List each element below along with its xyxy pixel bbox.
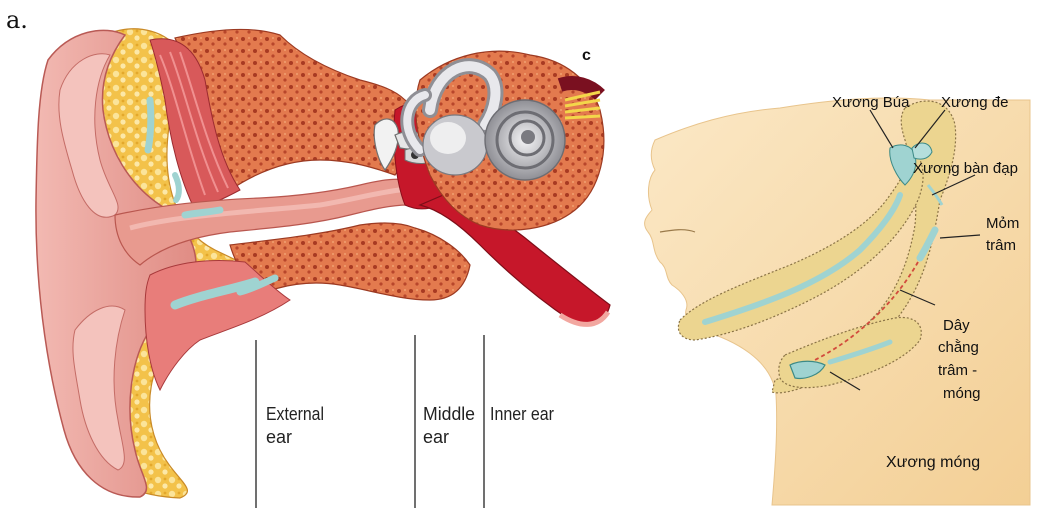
ear-corner-label: c (582, 47, 591, 64)
ligament-label-line4: móng (943, 385, 981, 402)
panel-label: a. (6, 6, 28, 34)
ear-anatomy-illustration (36, 29, 610, 508)
ligament-label-line1: Dây (943, 317, 970, 334)
hyoid-label: Xương móng (886, 454, 980, 471)
inner-ear-label: Inner ear (490, 404, 554, 424)
styloid-label-line2: trâm (986, 237, 1016, 254)
incus-label: Xương đe (941, 94, 1008, 111)
external-ear-label-line2: ear (266, 427, 292, 447)
malleus-label: Xương Búa (832, 94, 910, 111)
external-ear-label-line1: External (266, 404, 324, 424)
styloid-label-line1: Mỏm (986, 215, 1019, 232)
ligament-label-line2: chằng (938, 339, 979, 356)
stapes-label: Xương bàn đạp (913, 160, 1018, 177)
middle-ear-label-line2: ear (423, 427, 449, 447)
middle-ear-label-line1: Middle (423, 404, 475, 424)
ligament-label-line3: trâm - (938, 362, 977, 379)
